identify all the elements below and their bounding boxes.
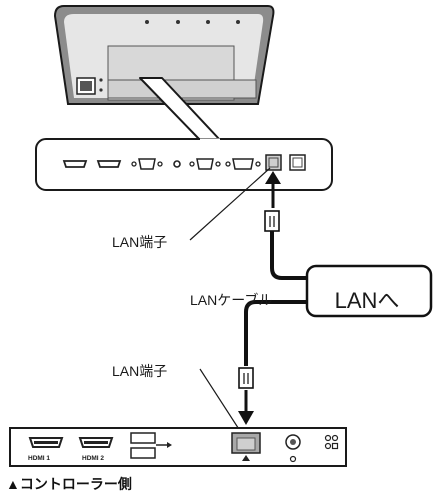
dsub-port-icon xyxy=(131,158,163,170)
leader-line xyxy=(199,368,245,438)
lan-callout-label: LANへ xyxy=(334,288,400,313)
lan-cable-segment xyxy=(244,300,316,366)
down-arrow-icon xyxy=(238,390,254,425)
lan-callout-box xyxy=(305,264,433,318)
leader-line xyxy=(189,167,271,241)
status-indicators-icon xyxy=(324,434,339,450)
lan-plug-bottom-icon xyxy=(238,367,254,389)
dvi-port-icon xyxy=(225,158,261,170)
hdmi1-label: HDMI 1 xyxy=(28,455,51,462)
monitor xyxy=(53,5,275,105)
audio-jack-icon xyxy=(173,160,181,168)
hdmi2-label: HDMI 2 xyxy=(82,455,105,462)
serial-port-icon xyxy=(289,154,306,171)
hdmi-port-icon xyxy=(96,160,122,168)
dsub-port-icon xyxy=(189,158,221,170)
lan-port-label-bottom: LAN端子 xyxy=(112,363,168,379)
controller-panel xyxy=(9,427,347,467)
controller-side-caption: ▲コントローラー側 xyxy=(6,476,132,492)
lan-port-icon xyxy=(265,154,282,171)
controller-lan-port-icon xyxy=(231,432,261,461)
lan-cable-label: LANケーブル xyxy=(190,292,273,308)
lan-plug-top-icon xyxy=(264,210,280,232)
usb-ports-icon xyxy=(130,432,172,459)
lan-cable-segment xyxy=(270,231,316,280)
monitor-connector-panel xyxy=(35,138,333,191)
lan-port-label-top: LAN端子 xyxy=(112,234,168,250)
hdmi-port-icon xyxy=(62,160,88,168)
power-jack-icon xyxy=(285,434,301,463)
up-arrow-icon xyxy=(265,171,281,208)
